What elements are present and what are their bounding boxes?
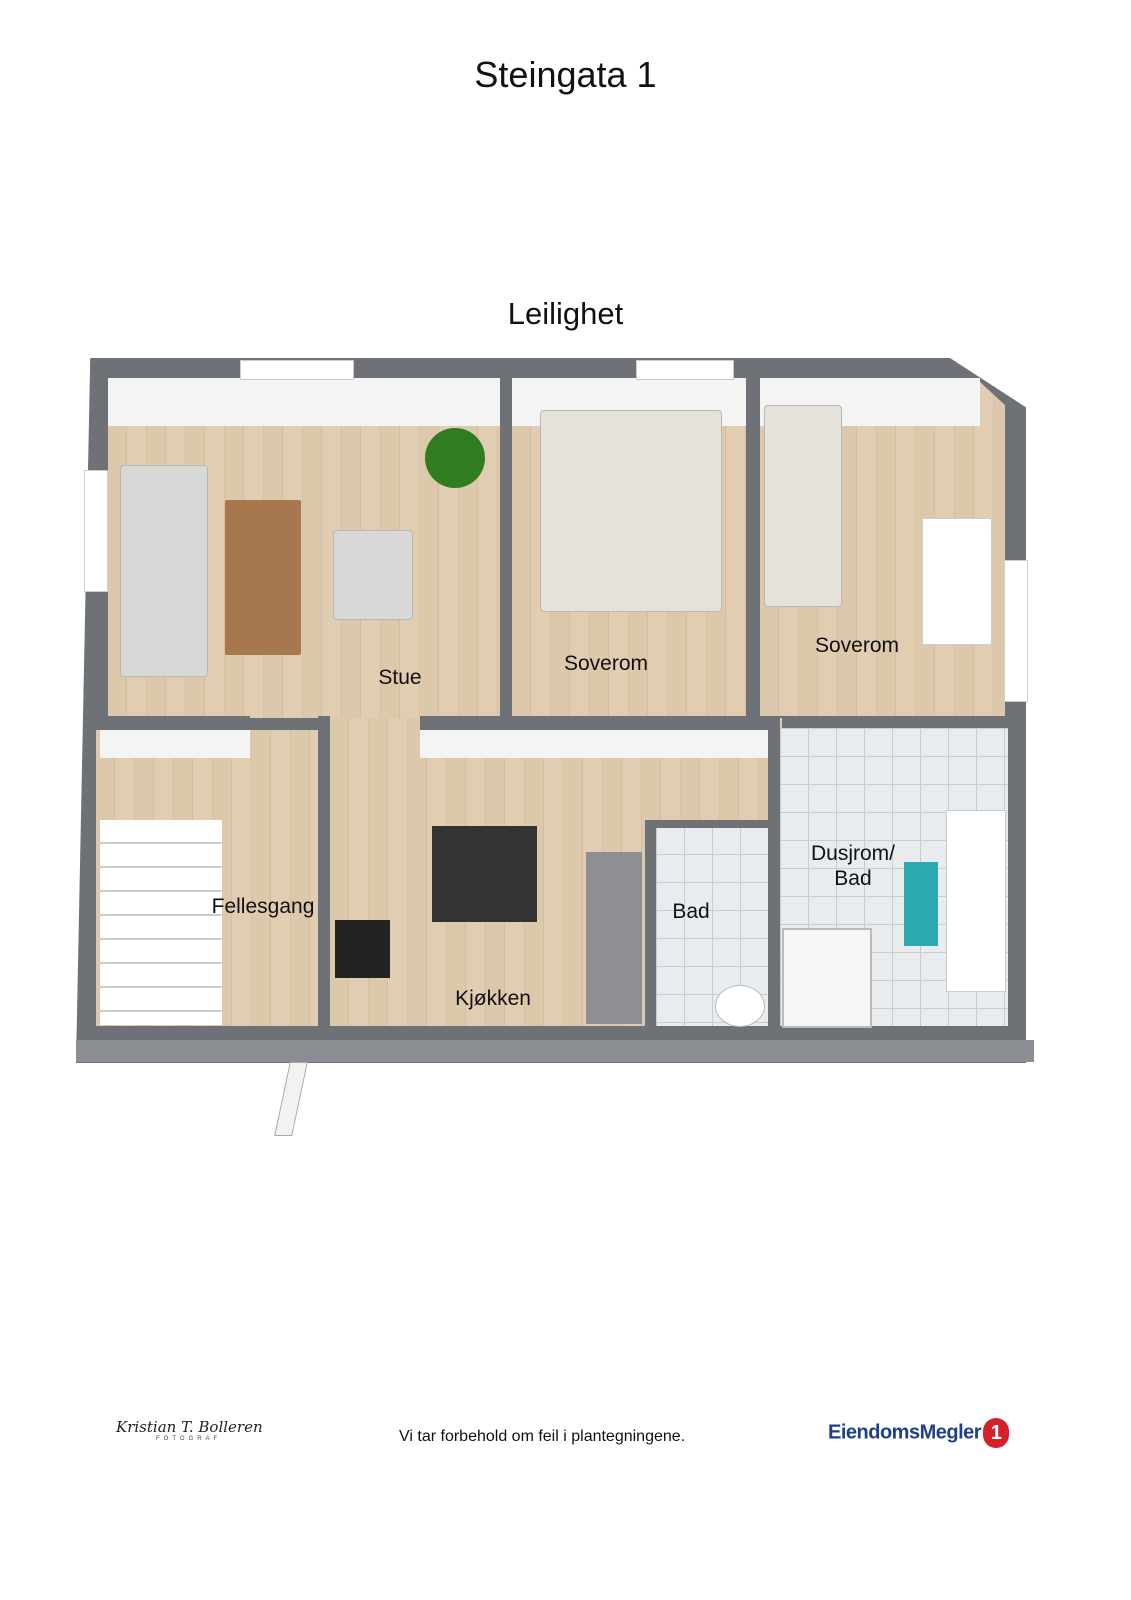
stove	[335, 920, 390, 978]
window	[636, 360, 734, 380]
room-label-bad: Bad	[672, 900, 710, 923]
plant	[425, 428, 485, 488]
room-label-soverom-1: Soverom	[563, 652, 649, 675]
floor-subtitle: Leilighet	[507, 296, 624, 331]
window	[84, 470, 108, 592]
photographer-signature: Kristian T. Bolleren	[116, 1418, 263, 1436]
wall	[420, 716, 780, 730]
room-label-soverom-2: Soverom	[814, 634, 900, 657]
wall-face-top	[108, 378, 500, 426]
entrance-door	[274, 1062, 308, 1136]
wall	[656, 820, 768, 828]
dining-table	[432, 826, 537, 922]
wall	[318, 716, 330, 1026]
wall	[500, 378, 512, 718]
window	[240, 360, 354, 380]
window	[1004, 560, 1028, 702]
kitchen-counter	[586, 852, 642, 1024]
room-label-dusjrom: Dusjrom/ Bad	[810, 842, 896, 890]
staircase	[100, 820, 222, 1025]
coffee-table	[225, 500, 301, 655]
room-label-fellesgang: Fellesgang	[211, 895, 315, 918]
floor-plan: Stue Soverom Soverom Fellesgang Kjøkken …	[76, 358, 1034, 1136]
single-bed	[764, 405, 842, 607]
wall-face-top	[100, 730, 250, 758]
disclaimer: Vi tar forbehold om feil i plantegningen…	[399, 1428, 686, 1445]
sofa	[120, 465, 208, 677]
toilet	[715, 985, 765, 1027]
page-title: Steingata 1	[474, 54, 657, 95]
photographer-logo: Kristian T. Bolleren FOTOGRAF	[116, 1418, 263, 1442]
brand-logo-text: EiendomsMegler	[828, 1421, 982, 1444]
room-label-stue: Stue	[378, 666, 422, 689]
wall	[100, 716, 250, 730]
wall	[645, 820, 656, 1026]
desk	[922, 518, 992, 645]
wall-face-top	[420, 730, 775, 758]
double-bed	[540, 410, 722, 612]
shower	[782, 928, 872, 1028]
bath-mat	[904, 862, 938, 946]
wall	[768, 716, 780, 1026]
armchair	[333, 530, 413, 620]
room-label-kjokken: Kjøkken	[455, 987, 531, 1010]
wall	[746, 378, 760, 718]
outer-wall-base	[76, 1040, 1034, 1062]
brand-logo-number: 1	[983, 1418, 1010, 1448]
double-vanity	[946, 810, 1006, 992]
wall	[830, 716, 1020, 728]
photographer-sub: FOTOGRAF	[156, 1436, 222, 1442]
